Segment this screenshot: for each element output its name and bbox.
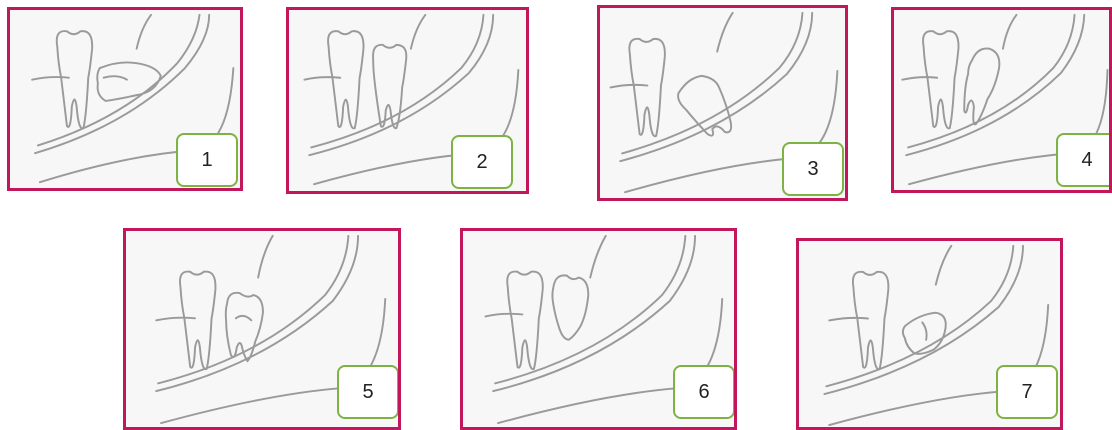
diagram-panel-5: 5 [123,228,401,430]
label-box-1: 1 [176,133,238,187]
diagram-panel-4: 4 [891,7,1112,193]
label-box-7: 7 [996,365,1058,419]
label-text-7: 7 [1021,381,1032,404]
label-box-3: 3 [782,142,844,196]
label-box-4: 4 [1056,133,1112,187]
diagram-panel-1: 1 [7,7,243,191]
label-text-3: 3 [807,158,818,181]
label-text-4: 4 [1081,149,1092,172]
label-box-6: 6 [673,365,735,419]
label-text-1: 1 [201,149,212,172]
label-text-2: 2 [476,151,487,174]
label-box-5: 5 [337,365,399,419]
diagram-panel-6: 6 [460,228,737,430]
diagram-panel-2: 2 [286,7,529,194]
label-box-2: 2 [451,135,513,189]
diagram-panel-7: 7 [796,238,1063,430]
label-text-5: 5 [362,381,373,404]
diagram-panel-3: 3 [597,5,848,201]
label-text-6: 6 [698,381,709,404]
